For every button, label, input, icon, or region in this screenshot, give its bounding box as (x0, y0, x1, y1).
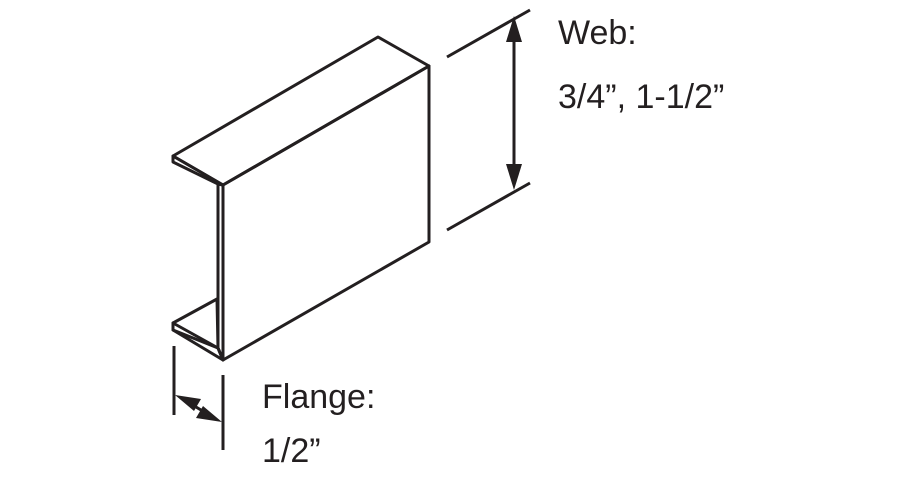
web-face (221, 64, 431, 362)
bottom-flange-inner (171, 297, 220, 350)
top-flange-top (171, 35, 431, 187)
arrow-up-icon (506, 16, 522, 42)
arrow-right-icon (196, 406, 222, 422)
flange-dimension (172, 346, 225, 450)
arrow-down-icon (506, 164, 522, 190)
arrow-left-icon (175, 395, 201, 411)
flange-label: Flange: (262, 378, 375, 416)
top-flange-edge (171, 154, 225, 187)
flange-value: 1/2” (262, 432, 321, 470)
web-dimension (446, 8, 531, 232)
web-label: Web: (558, 14, 637, 52)
web-value: 3/4”, 1-1/2” (558, 78, 724, 116)
c-channel-shape (171, 35, 431, 362)
